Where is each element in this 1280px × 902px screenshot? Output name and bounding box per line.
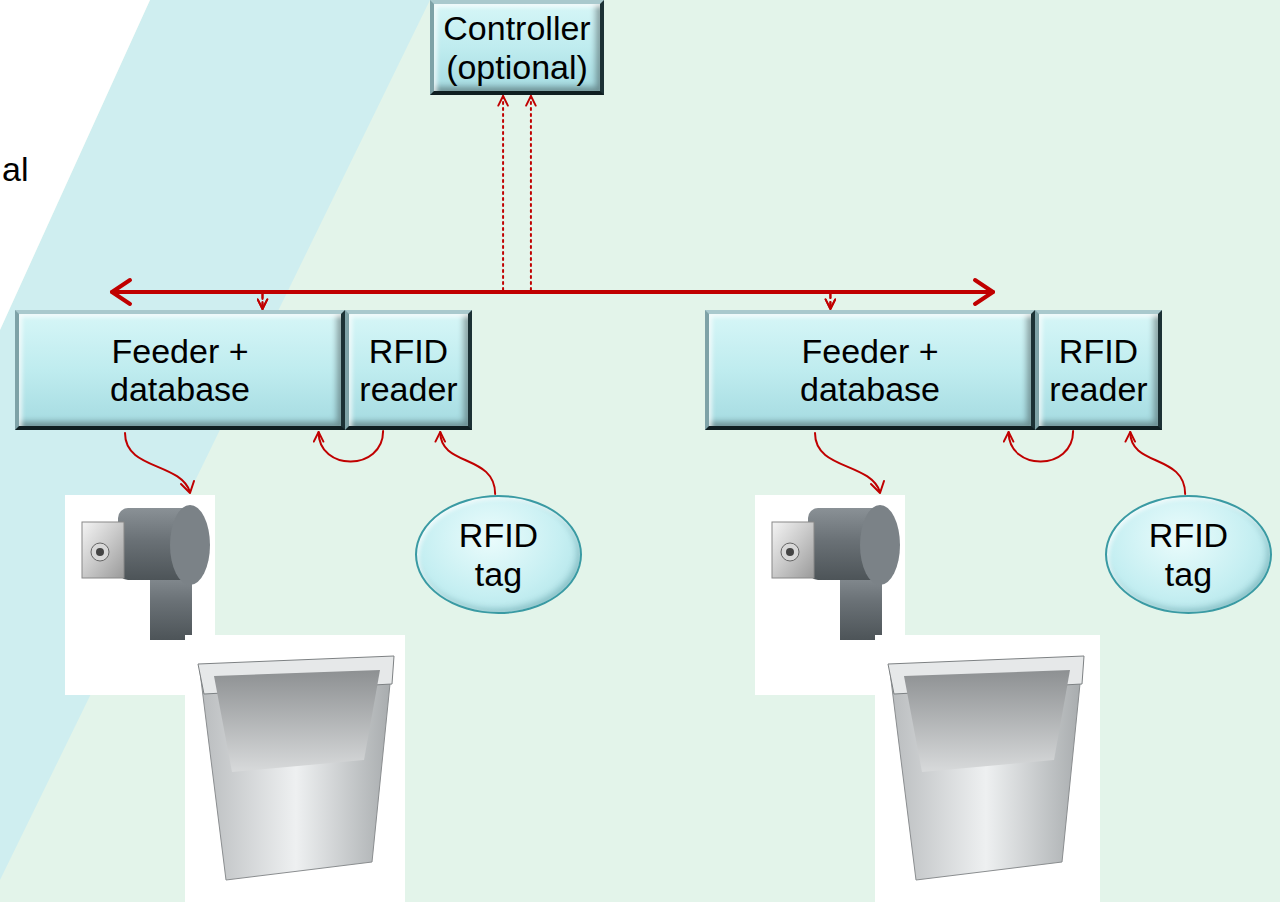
signal-arrow — [319, 431, 384, 462]
text-stack: RFID reader — [354, 332, 464, 408]
text-stack: Feeder + database — [80, 332, 280, 408]
tray-inside — [904, 670, 1070, 772]
connector — [1009, 431, 1074, 462]
signal-arrow — [440, 432, 495, 494]
valve-cap — [860, 505, 900, 585]
bus-stub — [502, 96, 504, 292]
node-text: Controller (optional) — [434, 9, 600, 85]
connector — [440, 432, 495, 494]
node-text: RFID tag — [1134, 516, 1244, 592]
feed-arrow-head — [181, 481, 194, 493]
text-stack: RFID reader — [1044, 332, 1154, 408]
feed-arrow-head — [871, 481, 884, 493]
node-text: Feeder + database — [80, 332, 280, 408]
valve-hole — [786, 548, 794, 556]
feeder-box: Feeder + database — [15, 310, 345, 430]
diagonal-band — [0, 0, 430, 880]
picture-ground — [185, 635, 405, 902]
controller-box: Controller (optional) — [430, 0, 604, 95]
connector — [531, 96, 830, 309]
reader-box: RFID reader — [1035, 310, 1162, 430]
tray-body — [890, 664, 1082, 880]
fragment-label: al — [2, 150, 28, 188]
text-stack: Feeder + database — [770, 332, 970, 408]
feed-arrow — [125, 433, 190, 492]
reader-box: RFID reader — [345, 310, 472, 430]
picture-ground — [875, 635, 1100, 902]
bus-stub — [829, 292, 831, 309]
bus — [112, 290, 993, 294]
bus-stub — [262, 292, 264, 309]
bus-segment — [263, 290, 831, 294]
node-text: RFID reader — [1044, 332, 1154, 408]
tray-inside — [214, 670, 380, 772]
valve-hole — [96, 548, 104, 556]
tray-picture — [875, 635, 1100, 902]
node-text: RFID reader — [354, 332, 464, 408]
feed-arrows — [125, 433, 884, 493]
bus-stub — [829, 292, 831, 309]
feeder-box: Feeder + database — [705, 310, 1035, 430]
connector — [263, 96, 504, 309]
bus-head — [112, 280, 130, 304]
valve-port — [781, 543, 799, 561]
node-text: Feeder + database — [770, 332, 970, 408]
bus-stub — [262, 292, 264, 309]
bus-stub — [530, 96, 532, 292]
valve-port — [91, 543, 109, 561]
feed-arrow — [815, 433, 880, 492]
bus-line — [112, 280, 993, 304]
signal-arrow — [1130, 432, 1185, 494]
text-stack: RFID tag — [1134, 516, 1244, 592]
valve-block — [772, 522, 814, 578]
bus-head — [975, 280, 993, 304]
valve-block — [82, 522, 124, 578]
node-text: RFID tag — [444, 516, 554, 592]
text-stack: RFID tag — [444, 516, 554, 592]
connector — [319, 431, 384, 462]
valve-cap — [170, 505, 210, 585]
corner-light — [0, 0, 150, 330]
tray-body — [200, 664, 392, 880]
connector — [1130, 432, 1185, 494]
signal-arrow — [1009, 431, 1074, 462]
tag-ellipse: RFID tag — [1105, 495, 1272, 614]
tray-picture — [185, 635, 405, 902]
connector — [263, 292, 831, 309]
text-stack: Controller (optional) — [434, 9, 600, 85]
tag-ellipse: RFID tag — [415, 495, 582, 614]
